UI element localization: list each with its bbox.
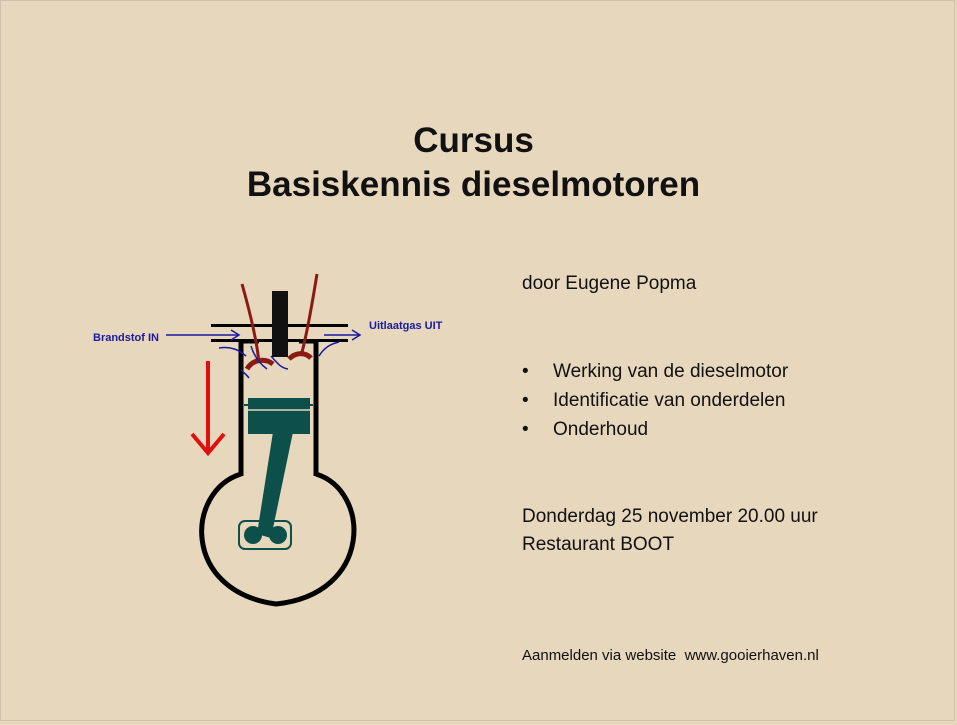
- fuel-injector: [272, 291, 288, 357]
- downward-motion-arrowhead: [190, 432, 226, 457]
- signup-line: Aanmelden via website www.gooierhaven.nl: [522, 647, 819, 664]
- bullet-marker: •: [522, 361, 529, 382]
- flow-arrow-out: [318, 341, 340, 357]
- piston: [248, 398, 310, 434]
- topic-list: • Werking van de dieselmotor • Identificat…: [522, 357, 788, 444]
- engine-cylinder-diagram: Brandstof IN Uitlaatgas UIT: [93, 273, 443, 607]
- flow-arrow-in-3: [270, 355, 289, 370]
- exhaust-valve-stem: [299, 273, 319, 357]
- event-details: Donderdag 25 november 20.00 uur Restaura…: [522, 503, 818, 559]
- author: door Eugene Popma: [522, 273, 697, 294]
- exhaust-flow-arrowhead: [351, 329, 362, 341]
- intake-flow-arrowhead: [230, 329, 241, 341]
- list-item-text: Identificatie van onderdelen: [553, 390, 786, 411]
- title-line-2: Basiskennis dieselmotoren: [246, 165, 701, 204]
- list-item: • Identificatie van onderdelen: [522, 386, 788, 415]
- list-item-text: Werking van de dieselmotor: [553, 361, 789, 382]
- list-item: • Werking van de dieselmotor: [522, 357, 788, 386]
- crankcase: [199, 471, 357, 607]
- list-item: • Onderhoud: [522, 415, 788, 444]
- flow-arrow-in-4: [240, 369, 250, 379]
- bullet-marker: •: [522, 390, 529, 411]
- exhaust-valve-head: [287, 351, 313, 361]
- crankpin: [244, 526, 262, 544]
- page-title: Cursus Basiskennis dieselmotoren: [1, 119, 946, 207]
- flow-arrow-in-2: [250, 345, 268, 370]
- bullet-marker: •: [522, 419, 529, 440]
- flow-arrow-in-1: [218, 346, 247, 357]
- exhaust-label: Uitlaatgas UIT: [369, 320, 443, 332]
- event-date: Donderdag 25 november 20.00 uur: [522, 506, 818, 527]
- title-line-1: Cursus: [413, 121, 534, 160]
- event-location: Restaurant BOOT: [522, 534, 675, 555]
- intake-label: Brandstof IN: [93, 332, 159, 344]
- crankshaft: [269, 526, 287, 544]
- intake-valve-stem: [240, 283, 261, 364]
- crank-web: [238, 520, 292, 550]
- list-item-text: Onderhoud: [553, 419, 649, 440]
- connecting-rod: [257, 432, 293, 538]
